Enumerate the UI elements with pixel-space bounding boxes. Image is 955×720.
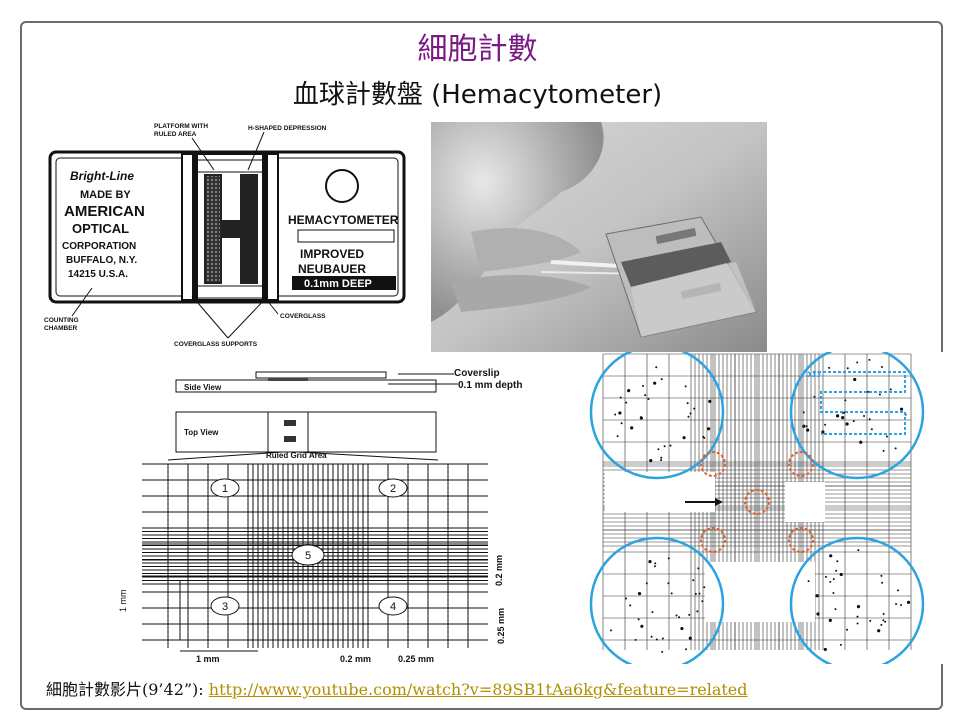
small-square-circle — [788, 451, 814, 477]
side-view-label: Side View — [184, 383, 222, 392]
plate-text: NEUBAUER — [298, 262, 366, 276]
top-view-label: Top View — [184, 428, 219, 437]
dim-1mm-vertical: 1 mm — [118, 590, 128, 613]
count-area-circle — [789, 352, 925, 480]
plate-brand: Bright-Line — [70, 169, 134, 183]
video-link[interactable]: http://www.youtube.com/watch?v=89SB1tAa6… — [208, 680, 748, 699]
chamber-diagram: Bright-Line MADE BY AMERICAN OPTICAL COR… — [42, 118, 422, 350]
count-area-circle — [789, 536, 925, 664]
plate-text: AMERICAN — [64, 203, 145, 220]
small-square-circle — [700, 451, 726, 477]
count-area-circle — [589, 352, 725, 480]
plate-seal-icon — [325, 169, 359, 203]
label-counting-2: CHAMBER — [44, 325, 78, 332]
direction-arrows-icon: ››› — [807, 365, 821, 381]
counting-grid-figure: ››› — [585, 352, 951, 664]
label-platform-2: RULED AREA — [154, 131, 197, 138]
slide-title: 細胞計數 — [417, 32, 538, 67]
label-depression: H-SHAPED DEPRESSION — [248, 125, 327, 132]
footer: 細胞計數影片(9’42”): http://www.youtube.com/wa… — [46, 676, 748, 700]
square-4-label: 4 — [390, 601, 396, 613]
ruled-grid-label: Ruled Grid Area — [266, 451, 327, 460]
square-1-marker — [210, 478, 240, 498]
small-square-circle — [700, 527, 726, 553]
plate-text: OPTICAL — [72, 221, 129, 236]
plate-text: MADE BY — [80, 189, 131, 201]
plate-text: IMPROVED — [300, 247, 364, 261]
depth-label: 0.1 mm depth — [458, 380, 522, 391]
label-platform: PLATFORM WITH — [154, 123, 208, 130]
plate-text: 0.1mm DEEP — [304, 278, 372, 290]
counting-path-arrow — [813, 371, 906, 435]
square-2-label: 2 — [390, 483, 396, 495]
square-5-marker — [291, 544, 325, 566]
plate-text: CORPORATION — [62, 241, 136, 252]
dim-025mm-horizontal: 0.25 mm — [398, 654, 434, 664]
square-2-marker — [378, 478, 408, 498]
label-counting: COUNTING — [44, 317, 79, 324]
plate-text: 14215 U.S.A. — [68, 269, 128, 280]
square-4-marker — [378, 596, 408, 616]
plate-text: BUFFALO, N.Y. — [66, 255, 137, 266]
coverslip-label: Coverslip — [454, 368, 500, 379]
slide-subtitle: 血球計數盤 (Hemacytometer) — [292, 80, 663, 110]
dim-1mm-horizontal: 1 mm — [196, 654, 220, 664]
dim-02mm-vertical: 0.2 mm — [494, 555, 504, 586]
small-square-circle — [788, 527, 814, 553]
dim-02mm-horizontal: 0.2 mm — [340, 654, 371, 664]
plate-text: HEMACYTOMETER — [288, 213, 399, 227]
square-3-label: 3 — [222, 601, 228, 613]
square-3-marker — [210, 596, 240, 616]
dim-025mm-vertical: 0.25 mm — [496, 608, 506, 644]
label-supports: COVERGLASS SUPPORTS — [174, 341, 258, 348]
small-square-circle — [744, 489, 770, 515]
hemacytometer-photo — [431, 122, 767, 352]
square-5-label: 5 — [305, 550, 311, 562]
count-area-circle — [589, 536, 725, 664]
label-coverglass: COVERGLASS — [280, 313, 326, 320]
square-1-label: 1 — [222, 483, 228, 495]
footer-label: 細胞計數影片(9’42”): — [46, 680, 209, 699]
grid-schematic: Side View Coverslip 0.1 mm depth Top Vie… — [108, 360, 584, 665]
